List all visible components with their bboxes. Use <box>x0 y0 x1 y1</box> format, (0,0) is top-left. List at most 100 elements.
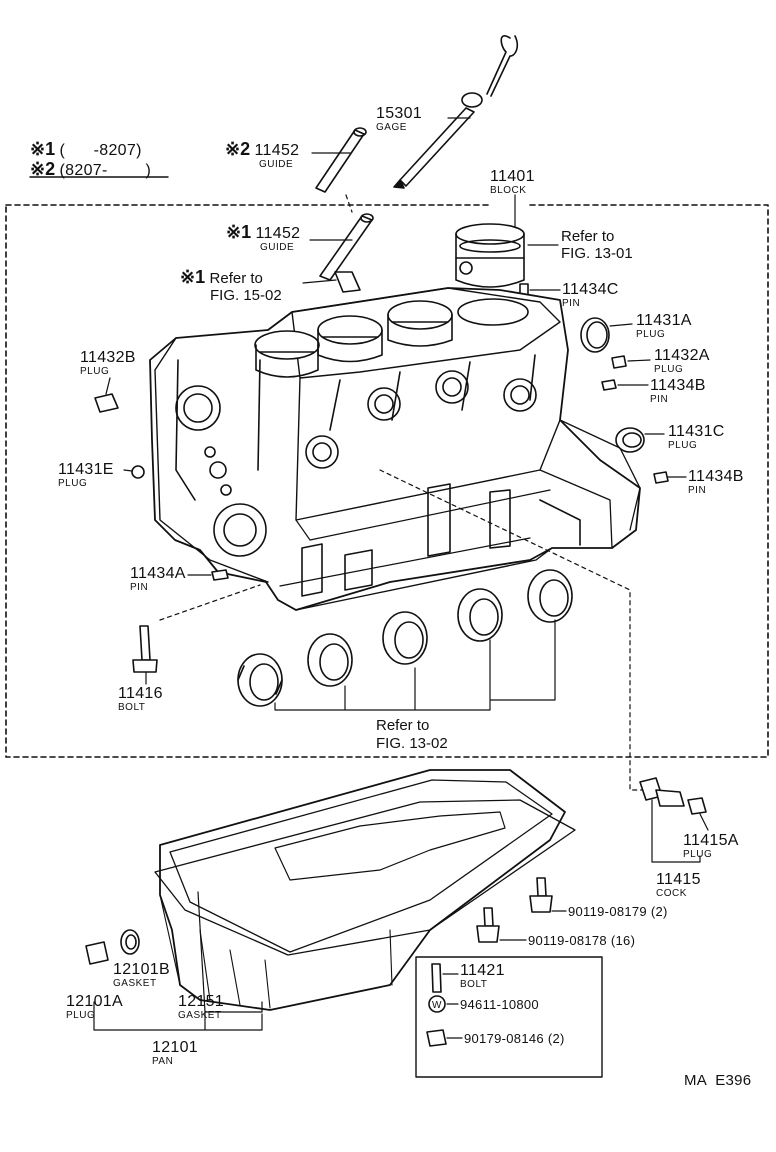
part-mark: ※1 <box>226 222 252 242</box>
label-11431e: 11431E PLUG <box>58 462 114 489</box>
part-number: 12151 <box>178 993 224 1010</box>
legend-mark-2: ※2 <box>30 159 56 179</box>
legend-line-1: ※1 ( -8207) <box>30 140 142 159</box>
part-number: 11434C <box>562 281 619 298</box>
label-90119-08178: 90119-08178 (16) <box>528 933 636 948</box>
guide-tube-lower <box>302 213 374 293</box>
hardware-group-box <box>415 956 603 1078</box>
bolt-11416 <box>132 625 158 685</box>
pin-11434b-upper <box>601 379 649 391</box>
label-11434a: 11434A PIN <box>130 566 186 593</box>
label-11452-lower: ※1 11452 GUIDE <box>226 223 300 253</box>
part-number: 15301 <box>376 105 422 122</box>
label-11416: 11416 BOLT <box>118 686 163 713</box>
ref-fig-13-02-line2: FIG. 13-02 <box>376 735 448 752</box>
part-number: 11434B <box>688 468 744 485</box>
part-name: GUIDE <box>260 242 295 253</box>
label-11415: 11415 COCK <box>656 872 701 899</box>
part-mark: ※2 <box>225 139 251 159</box>
bolt-11421 <box>431 963 459 993</box>
label-11415a: 11415A PLUG <box>683 833 739 860</box>
part-number: 11431A <box>636 312 692 329</box>
part-name: PAN <box>152 1056 174 1067</box>
part-name: BLOCK <box>490 185 527 196</box>
part-name: PIN <box>650 394 669 405</box>
label-11432b: 11432B PLUG <box>80 350 136 377</box>
part-number: 11401 <box>490 168 535 185</box>
guide-tube-upper <box>311 127 367 193</box>
part-name: PLUG <box>58 478 88 489</box>
plug-11431e <box>123 465 145 479</box>
pan-bolt-90119-08179 <box>529 877 567 913</box>
part-number: 11415 <box>656 871 701 888</box>
block-group-frame <box>5 204 769 758</box>
washer-94611: W <box>428 995 459 1013</box>
part-name: PIN <box>688 485 707 496</box>
crankshaft-bearings <box>237 569 573 711</box>
part-name: GASKET <box>178 1010 222 1021</box>
label-11434b-lower: 11434B PIN <box>688 469 744 496</box>
part-number: 11434A <box>130 565 186 582</box>
cylinder-block <box>149 287 641 611</box>
figure-code: MA E396 <box>684 1072 752 1089</box>
part-number: 11431C <box>668 423 725 440</box>
part-name: COCK <box>656 888 687 899</box>
part-name: PLUG <box>654 364 684 375</box>
part-name: GASKET <box>113 978 157 989</box>
pan-bolt-90119-08178 <box>476 907 527 943</box>
pin-11434a <box>187 569 229 581</box>
ref-fig-13-01-line1: Refer to <box>561 228 615 245</box>
part-number: 11415A <box>683 832 739 849</box>
label-11401: 11401 BLOCK <box>490 169 535 196</box>
label-11431c: 11431C PLUG <box>668 424 725 451</box>
ref-fig-15-02: ※1 Refer to <box>180 268 263 287</box>
ref-fig-15-02-line2: FIG. 15-02 <box>210 287 282 304</box>
oil-pan-12101 <box>159 769 566 1011</box>
part-number: 11434B <box>650 377 706 394</box>
label-90179-08146: 90179-08146 (2) <box>464 1031 565 1046</box>
plug-11432b <box>94 377 119 413</box>
label-11431a: 11431A PLUG <box>636 313 692 340</box>
label-12101b: 12101B GASKET <box>113 962 170 989</box>
part-name: PLUG <box>66 1010 96 1021</box>
plug-11431c <box>615 427 665 453</box>
label-12101: 12101 PAN <box>152 1040 198 1067</box>
plug-11431a <box>580 317 633 353</box>
part-number: 12101B <box>113 961 170 978</box>
part-number: 12101 <box>152 1039 198 1056</box>
legend-line-2: ※2 (8207- ) <box>30 160 151 179</box>
label-12151: 12151 GASKET <box>178 994 224 1021</box>
part-number: 12101A <box>66 993 123 1010</box>
part-name: PLUG <box>636 329 666 340</box>
legend-range-2: (8207- ) <box>59 162 152 179</box>
drain-plug-12101a <box>85 941 109 965</box>
part-name: BOLT <box>118 702 146 713</box>
label-15301: 15301 GAGE <box>376 106 422 133</box>
oil-level-gage <box>393 35 518 189</box>
label-90119-08179: 90119-08179 (2) <box>568 904 668 919</box>
part-number: 11452 <box>254 142 300 159</box>
label-11452-upper: ※2 11452 GUIDE <box>225 140 299 170</box>
part-name: BOLT <box>460 979 488 990</box>
drain-gasket-12101b <box>120 929 140 955</box>
label-11421: 11421 BOLT <box>460 963 505 990</box>
nut-90179 <box>426 1029 463 1047</box>
plug-11432a <box>611 355 651 369</box>
part-number: 11432B <box>80 349 136 366</box>
pin-11434b-lower <box>653 471 687 484</box>
part-name: PIN <box>562 298 581 309</box>
part-name: GUIDE <box>259 159 294 170</box>
part-name: GAGE <box>376 122 407 133</box>
pan-gasket-12151 <box>154 799 576 1013</box>
drain-cock-11415 <box>639 777 701 863</box>
label-94611-10800: 94611-10800 <box>460 997 539 1012</box>
part-number: 11452 <box>255 225 301 242</box>
part-name: PLUG <box>80 366 110 377</box>
ref-text: Refer to <box>209 270 263 287</box>
piston <box>455 223 559 288</box>
ref-mark: ※1 <box>180 267 206 287</box>
plug-11415a <box>687 797 709 831</box>
legend-mark-1: ※1 <box>30 139 56 159</box>
legend-range-1: ( -8207) <box>59 142 142 159</box>
